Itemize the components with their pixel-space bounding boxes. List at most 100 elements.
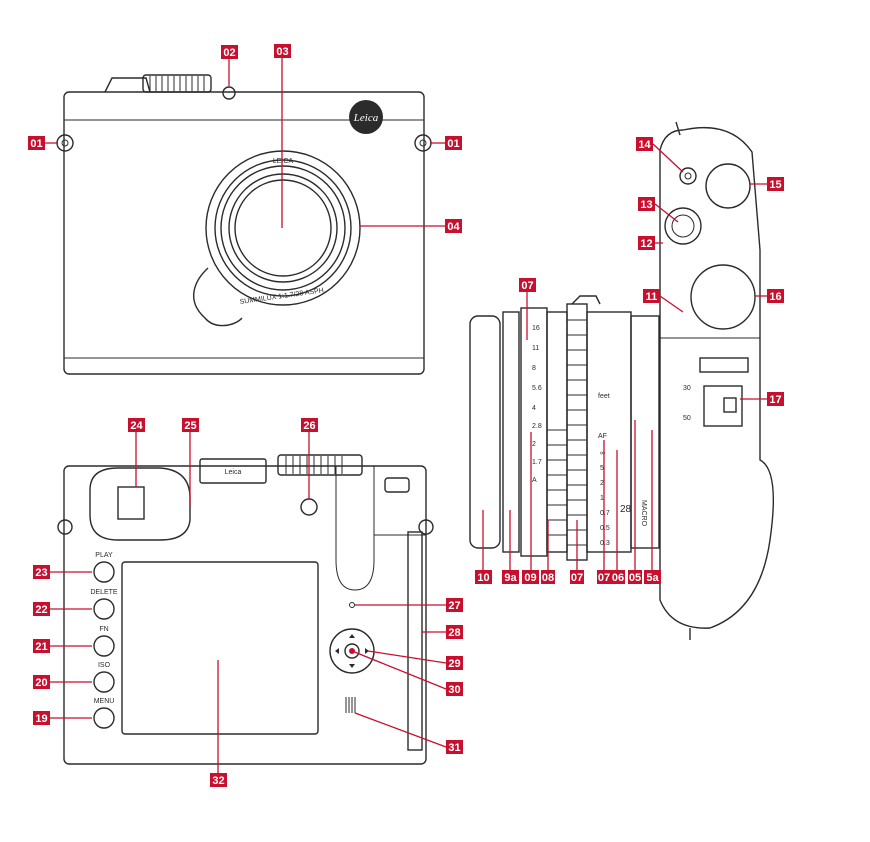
svg-text:02: 02 xyxy=(223,47,235,59)
callout-08: 07 xyxy=(570,570,584,584)
callout-05: 05 xyxy=(628,570,642,584)
callout-09: 08 xyxy=(541,570,555,584)
svg-text:5a: 5a xyxy=(646,572,659,584)
callout-16: 14 xyxy=(636,137,653,151)
svg-text:30: 30 xyxy=(448,684,460,696)
menu-button-label: MENU xyxy=(94,698,115,705)
svg-text:15: 15 xyxy=(769,179,781,191)
callout-labels: 01 01 02 03 04 24 25 26 23 22 21 20 19 2… xyxy=(28,44,784,787)
focus-scale-0.3: 0.3 xyxy=(600,540,610,547)
aperture-scale-5.6: 5.6 xyxy=(532,385,542,392)
svg-text:03: 03 xyxy=(276,46,288,58)
callout-26: 25 xyxy=(182,418,199,432)
aperture-scale-8: 8 xyxy=(532,365,536,372)
aperture-scale-4: 4 xyxy=(532,405,536,412)
callout-27: 26 xyxy=(301,418,318,432)
svg-text:26: 26 xyxy=(303,420,315,432)
callout-19: 17 xyxy=(767,392,784,406)
callout-18: 16 xyxy=(767,289,784,303)
svg-text:11: 11 xyxy=(646,291,658,303)
hot-shoe-label: Leica xyxy=(225,469,242,476)
callout-12: 10 xyxy=(475,570,492,584)
callout-13: 11 xyxy=(643,289,660,303)
svg-text:29: 29 xyxy=(448,658,460,670)
callout-20: 19 xyxy=(33,711,50,725)
svg-text:13: 13 xyxy=(640,199,652,211)
callout-28: 27 xyxy=(446,598,463,612)
svg-text:05: 05 xyxy=(629,572,641,584)
top-view: 30 50 xyxy=(659,121,774,640)
callout-10: 07 xyxy=(519,278,536,292)
svg-text:07: 07 xyxy=(598,572,610,584)
macro-label: MACRO xyxy=(640,500,647,527)
svg-text:24: 24 xyxy=(130,420,143,432)
focal-length-label: 28 xyxy=(620,504,632,515)
svg-text:19: 19 xyxy=(35,713,47,725)
aperture-scale-11: 11 xyxy=(532,345,539,352)
svg-text:14: 14 xyxy=(638,139,651,151)
leader-lines xyxy=(45,58,767,773)
svg-text:07: 07 xyxy=(571,572,583,584)
feet-label: feet xyxy=(598,393,610,400)
focus-scale-2: 2 xyxy=(600,480,604,487)
aperture-scale-2: 2 xyxy=(532,441,536,448)
aperture-scale-2.8: 2.8 xyxy=(532,423,542,430)
focus-scale-5: 5 xyxy=(600,465,604,472)
svg-text:07: 07 xyxy=(521,280,533,292)
svg-text:9a: 9a xyxy=(504,572,517,584)
callout-02: 02 xyxy=(221,45,238,59)
callout-23: 22 xyxy=(33,602,50,616)
callout-9a: 09 xyxy=(522,570,539,584)
callout-15: 13 xyxy=(638,197,655,211)
svg-text:21: 21 xyxy=(35,641,47,653)
aperture-scale-A: A xyxy=(532,477,537,484)
focus-scale-0.5: 0.5 xyxy=(600,525,610,532)
svg-text:12: 12 xyxy=(640,238,652,250)
play-button-label: PLAY xyxy=(95,552,113,559)
af-label: AF xyxy=(598,433,607,440)
svg-text:01: 01 xyxy=(447,138,459,150)
svg-text:23: 23 xyxy=(35,567,47,579)
svg-text:10: 10 xyxy=(477,572,489,584)
callout-14: 12 xyxy=(638,236,655,250)
lens-brand-text: LEICA xyxy=(273,158,294,165)
callout-06: 06 xyxy=(611,570,625,584)
iso-button-label: ISO xyxy=(98,662,111,669)
back-view: Leica PLAY DELETE FN xyxy=(57,454,434,765)
callout-07: 07 xyxy=(597,570,611,584)
lens-side-view: 16 11 8 5.6 4 2.8 2 1.7 A feet AF ∞ 5 2 … xyxy=(469,295,660,561)
svg-text:32: 32 xyxy=(212,775,224,787)
svg-text:04: 04 xyxy=(447,221,460,233)
leica-logo: Leica xyxy=(353,112,379,124)
svg-text:27: 27 xyxy=(448,600,460,612)
callout-04: 04 xyxy=(445,219,462,233)
callout-01-left: 01 xyxy=(28,136,45,150)
svg-text:16: 16 xyxy=(769,291,781,303)
top-lens-mark-b: 50 xyxy=(683,415,691,422)
callout-01-right: 01 xyxy=(445,136,462,150)
svg-text:31: 31 xyxy=(448,742,460,754)
callout-24: 23 xyxy=(33,565,50,579)
callout-17: 15 xyxy=(767,177,784,191)
svg-text:22: 22 xyxy=(35,604,47,616)
callout-5a: 5a xyxy=(644,570,661,584)
front-view: Leica LEICA SUMMILUX 1:1.7/28 ASPH. xyxy=(56,74,432,375)
callout-33: 32 xyxy=(210,773,227,787)
callout-31: 30 xyxy=(446,682,463,696)
svg-text:25: 25 xyxy=(184,420,196,432)
fn-button-label: FN xyxy=(99,626,108,633)
callout-11: 9a xyxy=(502,570,519,584)
aperture-scale-16: 16 xyxy=(532,325,540,332)
callout-25: 24 xyxy=(128,418,145,432)
focus-scale-infinity: ∞ xyxy=(600,450,605,457)
callout-22: 21 xyxy=(33,639,50,653)
callout-30: 29 xyxy=(446,656,463,670)
top-lens-mark-a: 30 xyxy=(683,385,691,392)
focus-scale-1: 1 xyxy=(600,495,604,502)
svg-text:20: 20 xyxy=(35,677,47,689)
svg-text:08: 08 xyxy=(542,572,554,584)
callout-03: 03 xyxy=(274,44,291,58)
svg-text:17: 17 xyxy=(769,394,781,406)
callout-21: 20 xyxy=(33,675,50,689)
